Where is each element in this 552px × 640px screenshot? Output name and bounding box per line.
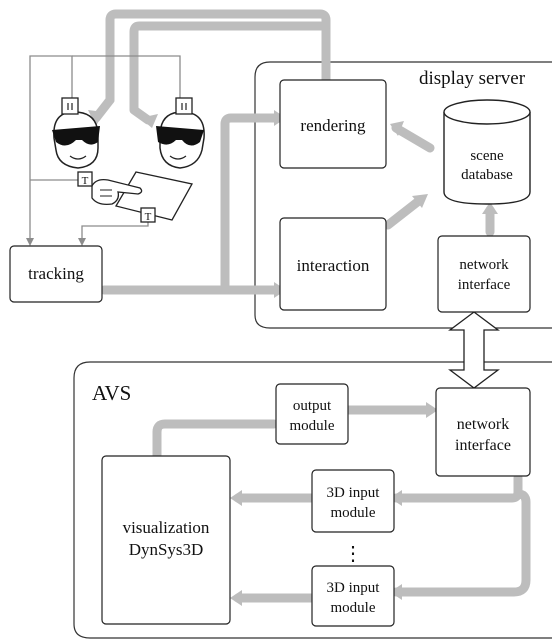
pointing-hand-icon bbox=[91, 178, 143, 206]
pipe-rendering-to-displays bbox=[105, 9, 331, 105]
display-server-title: display server bbox=[419, 68, 526, 89]
arrow-to-display-right bbox=[140, 114, 158, 128]
arrow-to-visualization-top bbox=[230, 490, 242, 506]
interaction-label: interaction bbox=[297, 256, 370, 275]
pipe-database-to-rendering bbox=[391, 123, 435, 153]
user-head-left-icon bbox=[52, 97, 100, 169]
arrow-to-rendering-from-database bbox=[390, 121, 404, 136]
network-interface-label-line2: interface bbox=[458, 277, 511, 293]
scene-database-cylinder bbox=[443, 99, 531, 205]
avs-region bbox=[73, 361, 552, 639]
output-module-label-line1: output bbox=[293, 398, 332, 414]
rendering-label: rendering bbox=[300, 116, 366, 135]
input-module-bottom-box bbox=[311, 565, 395, 627]
scene-database-label-line2: database bbox=[461, 167, 513, 183]
tracker-line-right-head bbox=[72, 55, 181, 100]
input-module-top-label-line2: module bbox=[331, 505, 376, 521]
network-interface-box bbox=[437, 235, 531, 313]
user-head-right-icon bbox=[156, 97, 205, 169]
avs-title: AVS bbox=[92, 381, 131, 405]
rendering-box bbox=[279, 79, 387, 169]
tracker-line-left-head bbox=[26, 55, 73, 246]
pipe-network-to-input-top bbox=[391, 473, 523, 503]
pipe-visualization-to-output bbox=[152, 419, 279, 460]
pipe-rendering-to-display-right bbox=[129, 21, 331, 125]
tracking-label: tracking bbox=[28, 264, 84, 283]
input-module-bottom-label-line1: 3D input bbox=[327, 580, 381, 596]
pipe-network-to-input-bottom bbox=[391, 489, 531, 597]
tracking-box bbox=[9, 245, 103, 303]
arrow-to-avs-network bbox=[426, 402, 438, 418]
visualization-label-line2: DynSys3D bbox=[129, 540, 204, 559]
pipe-tracking-to-rendering bbox=[220, 113, 283, 295]
output-module-label-line2: module bbox=[290, 418, 335, 434]
arrow-to-display-left bbox=[88, 110, 104, 126]
avs-network-interface-box bbox=[435, 387, 531, 477]
network-link-arrow bbox=[448, 311, 500, 389]
input-module-bottom-label-line2: module bbox=[331, 600, 376, 616]
avs-network-interface-label-line2: interface bbox=[455, 437, 511, 454]
network-interface-label-line1: network bbox=[459, 257, 509, 273]
display-server-region bbox=[254, 61, 552, 329]
arrow-to-database-from-interaction bbox=[412, 194, 428, 208]
scene-database-label-line1: scene bbox=[470, 148, 504, 164]
tracker-line-pad bbox=[78, 214, 149, 246]
tablet-pad bbox=[114, 171, 193, 221]
visualization-box bbox=[101, 455, 231, 625]
arrow-to-input-bottom bbox=[390, 584, 402, 600]
input-module-ellipsis: ⋮ bbox=[343, 543, 363, 565]
arrow-to-visualization-bottom bbox=[230, 590, 242, 606]
arrow-to-database-from-network bbox=[482, 202, 498, 214]
avs-network-interface-label-line1: network bbox=[457, 416, 509, 433]
output-module-box bbox=[275, 383, 349, 445]
visualization-label-line1: visualization bbox=[123, 518, 210, 537]
tracker-marker-pad-label: T bbox=[145, 211, 152, 223]
tracker-marker-hand-icon: T bbox=[77, 171, 93, 187]
pipe-interaction-to-database bbox=[383, 195, 425, 230]
input-module-top-box bbox=[311, 469, 395, 533]
tracker-marker-hand-label: T bbox=[82, 175, 89, 187]
tracker-marker-pad-icon: T bbox=[140, 207, 156, 223]
interaction-box bbox=[279, 217, 387, 311]
arrow-to-input-top bbox=[390, 490, 402, 506]
input-module-top-label-line1: 3D input bbox=[327, 485, 381, 501]
